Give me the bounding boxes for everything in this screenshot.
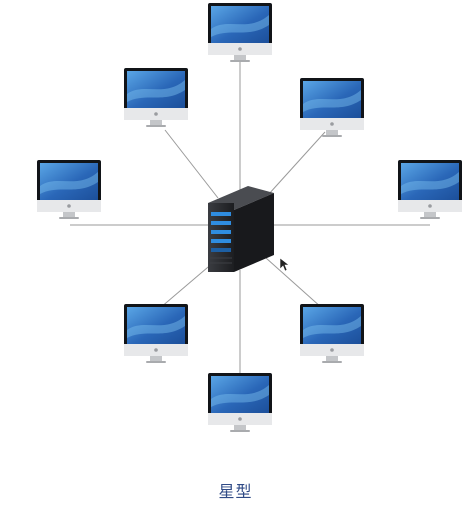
network-links [70,62,430,378]
link-top-left [164,129,219,199]
link-top-right [267,131,326,196]
server-icon [208,186,274,272]
imac-monitor-icon [398,160,462,219]
imac-monitor-icon [208,373,272,432]
imac-monitor-icon [300,304,364,363]
imac-monitor-icon [124,304,188,363]
link-bottom-right [265,257,323,309]
diagram-caption: 星型 [218,482,253,501]
imac-monitor-icon [124,68,188,127]
imac-monitor-icon [208,3,272,62]
imac-monitor-icon [300,78,364,137]
mouse-cursor-icon [280,258,290,272]
link-bottom-left [159,261,215,309]
imac-monitor-icon [37,160,101,219]
